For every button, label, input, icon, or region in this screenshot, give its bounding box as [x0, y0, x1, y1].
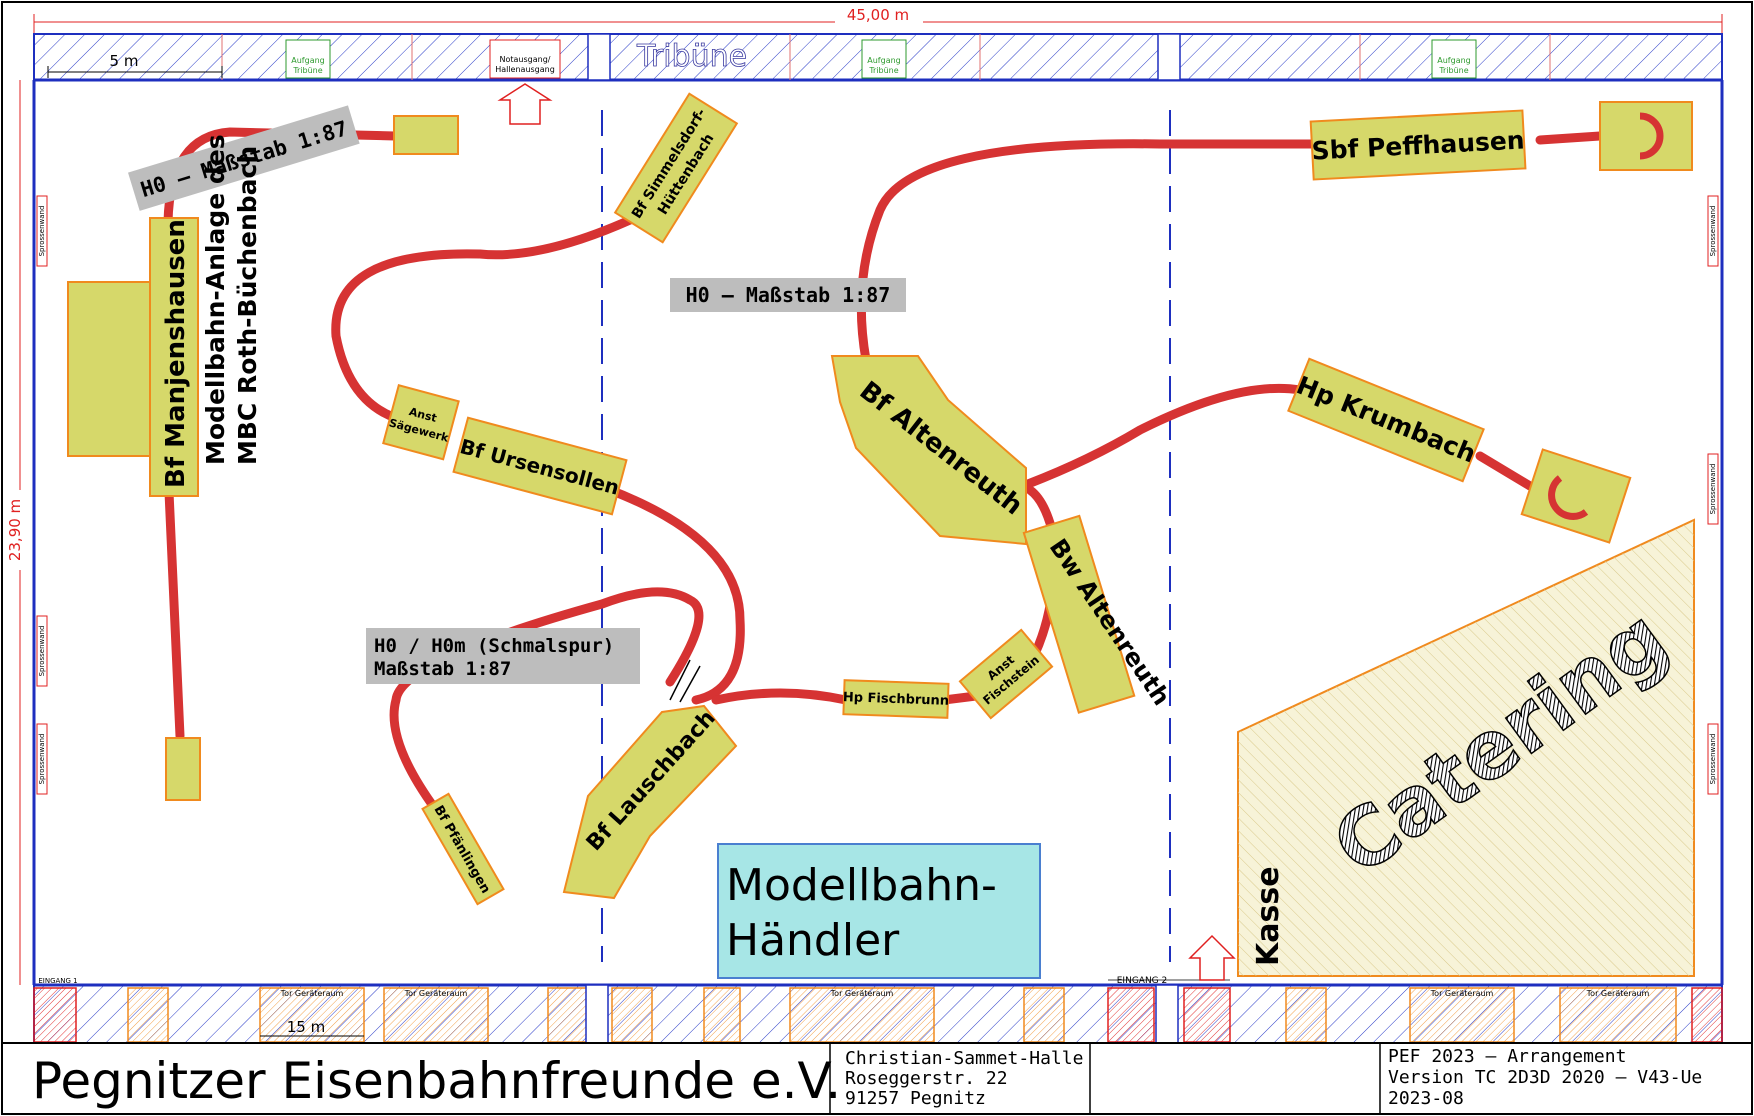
eingang-2-label: EINGANG 2: [1117, 976, 1168, 986]
side-walls: Sprossenwand Sprossenwand Sprossenwand S…: [32, 80, 1724, 985]
project-line1: PEF 2023 – Arrangement: [1388, 1046, 1626, 1067]
tribuene-label-2: Tribüne: [868, 66, 898, 75]
tor-label: Tor Geräteraum: [280, 989, 344, 998]
hallenausgang-label: Hallenausgang: [495, 65, 555, 74]
svg-text:H0 – Maßstab 1:87: H0 – Maßstab 1:87: [686, 283, 891, 307]
top-scale-label: 5 m: [110, 52, 139, 70]
sprossenwand-label: Sprossenwand: [38, 206, 46, 257]
tor-label: Tor Geräteraum: [1586, 989, 1650, 998]
station-altenreuth: Bf Altenreuth: [830, 355, 1028, 546]
station-ursensollen: Bf Ursensollen: [452, 416, 628, 516]
station-simmelsdorf: Bf Simmelsdorf- Hüttenbach: [613, 92, 739, 244]
return-loops: [1520, 101, 1693, 544]
sprossenwand-label: Sprossenwand: [1709, 206, 1717, 257]
svg-text:H0 / H0m (Schmalspur): H0 / H0m (Schmalspur): [374, 635, 614, 657]
height-dimension-label: 23,90 m: [6, 499, 24, 561]
tor-label: Tor Geräteraum: [830, 989, 894, 998]
sprossenwand-label: Sprossenwand: [38, 734, 46, 785]
dealer-area: Modellbahn- Händler: [717, 843, 1041, 979]
svg-text:Hp Fischbrunn: Hp Fischbrunn: [843, 690, 950, 709]
station-fischbrunn: Hp Fischbrunn: [842, 679, 950, 719]
notausgang-label: Notausgang/: [500, 55, 551, 64]
club-caption-line2: MBC Roth-Büchenbach: [233, 146, 262, 465]
dealer-line1: Modellbahn-: [726, 860, 997, 911]
kasse-label: Kasse: [1251, 866, 1286, 966]
club-caption-line1: Modellbahn-Anlage des: [201, 134, 230, 465]
club-name: Pegnitzer Eisenbahnfreunde e.V.: [32, 1052, 841, 1110]
bottom-wall: EINGANG 1 EINGANG 2 Tor Geräteraum Tor G…: [33, 934, 1723, 1044]
aufgang-label-2: Aufgang: [867, 56, 901, 65]
station-pfaenlingen: Bf Pfänlingen: [421, 792, 505, 906]
catering-area: Catering Kasse: [1237, 518, 1695, 977]
sprossenwand-label: Sprossenwand: [1709, 734, 1717, 785]
tor-label: Tor Geräteraum: [1430, 989, 1494, 998]
width-dimension-label: 45,00 m: [847, 6, 909, 24]
bottom-scale-label: 15 m: [287, 1018, 325, 1036]
station-peffhausen: Sbf Peffhausen: [1309, 109, 1527, 181]
tor-label: Tor Geräteraum: [404, 989, 468, 998]
station-manjenshausen: Bf Manjenshausen: [67, 115, 459, 801]
height-dimension: 23,90 m: [6, 80, 26, 985]
entrance-arrow-icon: [1188, 934, 1236, 981]
project-line3: 2023-08: [1388, 1088, 1464, 1109]
svg-text:Bf Manjenshausen: Bf Manjenshausen: [161, 219, 191, 488]
track-network: [163, 127, 1605, 815]
eingang-1-door: [33, 987, 77, 1043]
top-wall: Aufgang Tribüne Notausgang/ Hallenausgan…: [33, 33, 1723, 125]
venue-line2: Roseggerstr. 22: [845, 1068, 1008, 1089]
aufgang-label-3: Aufgang: [1437, 56, 1471, 65]
dealer-line2: Händler: [726, 915, 900, 966]
venue-line3: 91257 Pegnitz: [845, 1088, 986, 1109]
aufgang-label-1: Aufgang: [291, 56, 325, 65]
tribuene-label-1: Tribüne: [292, 66, 322, 75]
width-dimension: 45,00 m: [33, 6, 1723, 34]
station-anst-saegewerk: Anst Sägewerk: [382, 384, 460, 461]
club-caption: Modellbahn-Anlage des MBC Roth-Büchenbac…: [201, 134, 262, 465]
sprossenwand-label: Sprossenwand: [38, 626, 46, 677]
sprossenwand-label: Sprossenwand: [1709, 464, 1717, 515]
scale-label-2: H0 – Maßstab 1:87: [670, 278, 906, 312]
exit-arrow-icon: [497, 83, 553, 125]
svg-text:Maßstab 1:87: Maßstab 1:87: [374, 658, 511, 680]
eingang-1-label: EINGANG 1: [38, 977, 77, 985]
project-line2: Version TC 2D3D 2020 – V43-Ue: [1388, 1067, 1702, 1088]
tribuene-label: Tribüne: [636, 39, 747, 74]
station-krumbach: Hp Krumbach: [1287, 357, 1485, 483]
title-block: Pegnitzer Eisenbahnfreunde e.V. Christia…: [2, 1042, 1752, 1114]
venue-line1: Christian-Sammet-Halle: [845, 1048, 1083, 1069]
scale-label-3: H0 / H0m (Schmalspur) Maßstab 1:87: [366, 628, 640, 684]
tribuene-label-3: Tribüne: [1438, 66, 1468, 75]
